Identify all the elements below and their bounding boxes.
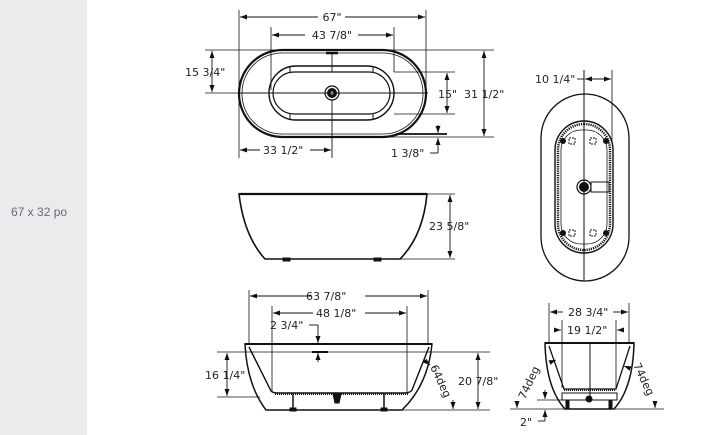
dim-overflow-drop: 2 3/4" <box>270 319 303 332</box>
front-section <box>217 290 490 412</box>
size-label: 67 x 32 po <box>11 205 68 219</box>
dim-right-wall-angle: 74deg <box>630 361 656 398</box>
end-section <box>510 303 664 422</box>
top-view <box>205 10 494 158</box>
dim-foot-height: 2" <box>520 416 532 429</box>
dim-interior-width: 19 1/2" <box>567 324 607 337</box>
bottom-view <box>540 70 630 282</box>
tub-outline-bottom <box>540 93 630 282</box>
side-panel: 67 x 32 po <box>0 0 87 435</box>
side-view <box>238 192 455 262</box>
dim-interior-height: 20 7/8" <box>458 375 498 388</box>
tub-outline-side <box>238 193 428 260</box>
dim-left-wall-angle: 74deg <box>516 364 542 401</box>
dim-water-depth: 16 1/4" <box>205 369 245 382</box>
dim-foot-spacing: 10 1/4" <box>535 73 575 86</box>
dim-half-width: 15 3/4" <box>185 66 225 79</box>
dim-inner-length: 43 7/8" <box>312 29 352 42</box>
dim-wall-angle: 64deg <box>427 363 453 400</box>
dim-overall-width: 31 1/2" <box>464 88 504 101</box>
dim-rim-width: 28 3/4" <box>568 306 608 319</box>
dim-overall-length: 67" <box>322 11 341 24</box>
dim-rim-length: 63 7/8" <box>306 290 346 303</box>
dim-rim-offset: 1 3/8" <box>391 147 424 160</box>
dim-height: 23 5/8" <box>429 220 469 233</box>
dim-drain-offset: 33 1/2" <box>263 144 303 157</box>
dim-interior-length: 48 1/8" <box>316 307 356 320</box>
dim-inner-width: 15" <box>438 88 457 101</box>
